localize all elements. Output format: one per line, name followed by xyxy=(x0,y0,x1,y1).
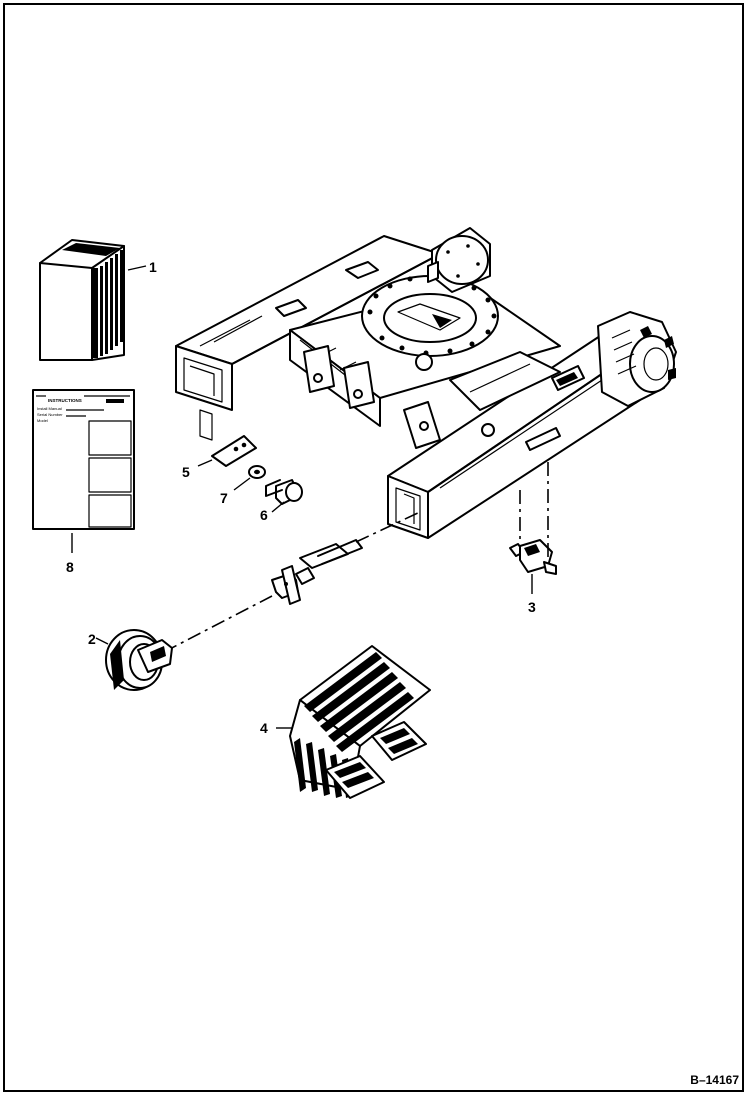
undercarriage-frame xyxy=(175,227,677,539)
track-shoes xyxy=(294,652,414,798)
manual-line-1: Install Manual xyxy=(37,406,62,411)
part-8-instruction-manual: INSTRUCTIONS Install Manual Serial Numbe… xyxy=(32,389,135,553)
callout-3: 3 xyxy=(528,599,536,615)
callout-7: 7 xyxy=(220,490,228,506)
callout-labels: 1 2 3 4 5 6 7 8 xyxy=(66,259,536,736)
part-1-decal-box xyxy=(39,239,147,361)
drawing-reference-code: B–14167 xyxy=(690,1073,739,1087)
callout-5: 5 xyxy=(182,464,190,480)
part-4-track xyxy=(276,645,431,799)
manual-line-2: Serial Number xyxy=(37,412,63,417)
callout-1: 1 xyxy=(149,259,157,275)
callout-8: 8 xyxy=(66,559,74,575)
callout-6: 6 xyxy=(260,507,268,523)
page-border xyxy=(3,3,744,1092)
callout-2: 2 xyxy=(88,631,96,647)
part-2-idler-wheel xyxy=(95,629,173,691)
part-5-plate xyxy=(197,435,257,467)
manual-heading: INSTRUCTIONS xyxy=(48,398,82,403)
manual-line-3: Model xyxy=(37,418,48,423)
recoil-spring-rod xyxy=(163,511,421,653)
part-7-washer xyxy=(233,465,266,491)
part-6-bolt xyxy=(265,479,303,513)
callout-4: 4 xyxy=(260,720,268,736)
part-3-adjuster xyxy=(509,462,557,594)
